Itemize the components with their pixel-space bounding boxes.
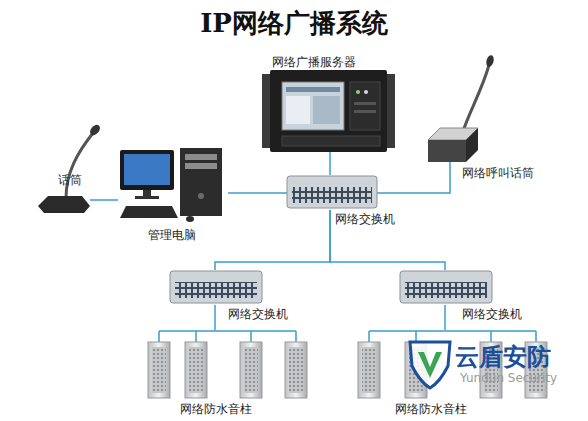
- speaker-column: [358, 342, 380, 398]
- monitor-foot: [135, 196, 159, 199]
- monitor-stand: [143, 190, 151, 196]
- device-node: 网络呼叫话筒: [428, 56, 495, 162]
- server-rack: [270, 70, 387, 152]
- speaker-column: [240, 342, 262, 398]
- device-node: 管理电脑: [118, 148, 228, 222]
- server-slot: [354, 102, 376, 105]
- device-node: 网络交换机: [400, 270, 492, 305]
- switch-ports: [292, 187, 372, 203]
- device-node: 话筒: [38, 128, 90, 213]
- monitor-screen: [124, 154, 170, 185]
- device-node: 网络交换机: [287, 175, 377, 210]
- network-cable: [444, 305, 446, 330]
- screen-panel: [313, 96, 340, 124]
- mouse: [186, 216, 194, 222]
- device-label: 话筒: [58, 173, 82, 187]
- switch-body: [400, 271, 492, 303]
- mic-gooseneck: [66, 133, 93, 198]
- speaker-bus: [159, 331, 296, 342]
- server-screen: [282, 82, 344, 130]
- network-cable: [90, 199, 118, 201]
- device-label: 网络交换机: [462, 307, 522, 321]
- speaker-grille: [152, 347, 166, 393]
- mic-head: [485, 54, 495, 67]
- speaker-column: [148, 342, 170, 398]
- device-label: 网络防水音柱: [180, 402, 252, 416]
- diagram-title: IP网络广播系统: [0, 6, 588, 41]
- device-label: 网络广播服务器: [272, 55, 356, 69]
- speaker-column: [185, 342, 207, 398]
- mic-head: [88, 123, 102, 137]
- call-mic-front: [428, 140, 466, 162]
- watermark-shield: [410, 342, 450, 388]
- speaker-column: [285, 342, 307, 398]
- network-cable: [329, 150, 331, 175]
- device-label: 网络呼叫话筒: [462, 166, 534, 180]
- device-node: 网络交换机: [170, 270, 262, 305]
- device-label: 网络交换机: [228, 307, 288, 321]
- device-label: 网络交换机: [335, 212, 395, 226]
- server-led: [356, 90, 360, 94]
- watermark-text: 云盾安防: [455, 341, 551, 373]
- watermark-subtext: Yundun Security: [460, 371, 557, 385]
- speaker-grille: [289, 347, 303, 393]
- switch-ports: [405, 282, 487, 298]
- screen-panel: [286, 96, 310, 124]
- server-side-panel: [350, 82, 380, 130]
- pc-tower: [180, 148, 222, 216]
- server-led: [364, 90, 368, 94]
- device-node: 网络防水音柱: [135, 330, 310, 400]
- mic-gooseneck: [462, 65, 489, 134]
- speaker-grille: [362, 347, 376, 393]
- device-node: 网络广播服务器: [272, 72, 385, 150]
- switch-body: [287, 176, 377, 208]
- call-mic-side: [466, 128, 478, 162]
- speaker-bus: [369, 331, 536, 342]
- server-slot: [354, 110, 376, 113]
- device-label: 网络防水音柱: [395, 402, 467, 416]
- network-cable: [228, 192, 287, 194]
- switch-ports: [175, 282, 257, 298]
- speaker-grille: [189, 347, 203, 393]
- network-cable: [330, 210, 445, 270]
- switch-body: [170, 271, 262, 303]
- device-label: 管理电脑: [148, 228, 196, 242]
- network-cable: [215, 210, 330, 270]
- mic-base: [38, 196, 90, 213]
- screen-bar: [286, 87, 340, 92]
- monitor: [120, 150, 174, 190]
- speaker-grille: [244, 347, 258, 393]
- power-button: [198, 193, 204, 199]
- keyboard: [120, 206, 178, 218]
- watermark-check: [418, 352, 442, 378]
- server-strip: [282, 136, 380, 146]
- network-cable: [214, 305, 216, 330]
- drive-bay: [185, 163, 217, 169]
- network-cable: [377, 162, 450, 193]
- drive-bay: [185, 154, 217, 160]
